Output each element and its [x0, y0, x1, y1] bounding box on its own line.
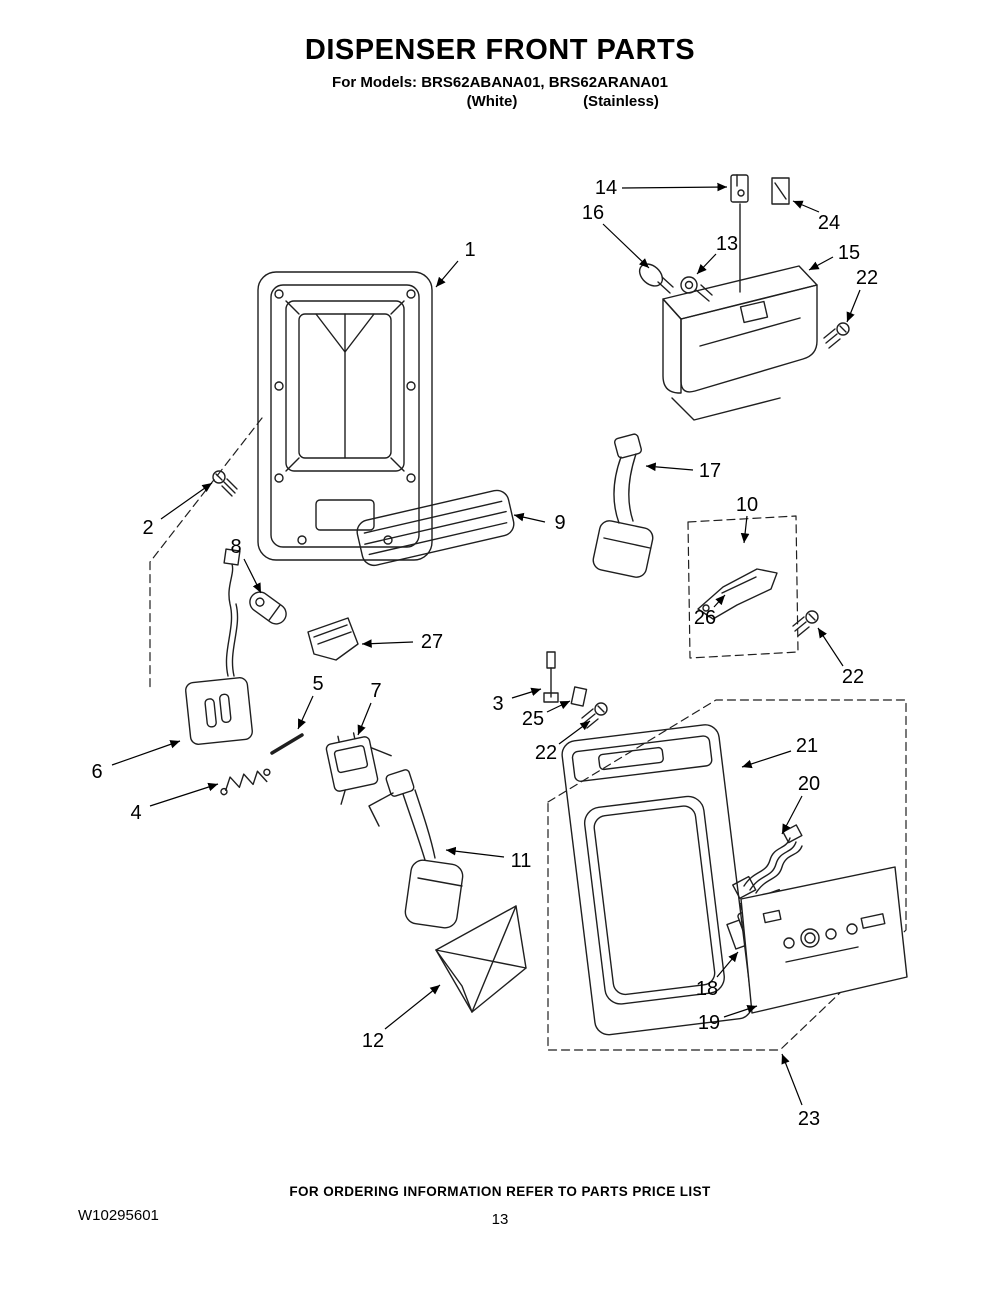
leader-line-27-7 [361, 639, 414, 648]
part-callout-2-1: 2 [142, 517, 153, 539]
part-callout-4-4: 4 [130, 802, 141, 824]
leader-line-24-16 [792, 200, 820, 213]
part-26-actuator-art [697, 568, 778, 620]
part-callout-22-20: 22 [842, 666, 864, 688]
part-1-frame-art [257, 271, 433, 561]
part-callout-21-24: 21 [796, 735, 818, 757]
leader-line-6-3 [111, 740, 181, 766]
part-callout-25-22: 25 [522, 708, 544, 730]
part-12-bucket-art [435, 905, 527, 1013]
leader-line-4-4 [149, 782, 219, 807]
exploded-axis-dashed-line [149, 417, 263, 689]
part-callout-15-15: 15 [838, 242, 860, 264]
leader-line-9-8 [513, 512, 546, 523]
part-22-screw-middle-art [792, 610, 819, 637]
page-header: DISPENSER FRONT PARTS For Models: BRS62A… [0, 34, 1000, 113]
part-5-pin-art [270, 733, 304, 755]
part-callout-20-25: 20 [798, 773, 820, 795]
part-3-pin-art [543, 651, 559, 703]
part-27-clip-art [307, 617, 359, 661]
finish-label-stainless: (Stainless) [583, 93, 659, 110]
leader-line-19-27 [723, 1004, 758, 1018]
part-callout-6-3: 6 [91, 761, 102, 783]
part-13-nozzle-art [680, 276, 713, 302]
part-callout-19-27: 19 [698, 1012, 720, 1034]
part-20-harness-art [732, 824, 803, 899]
part-callout-9-8: 9 [554, 512, 565, 534]
part-callout-7-6: 7 [370, 680, 381, 702]
part-callout-24-16: 24 [818, 212, 840, 234]
document-number: W10295601 [78, 1207, 159, 1224]
part-6-bracket-art [185, 548, 253, 745]
part-callout-27-7: 27 [421, 631, 443, 653]
part-7-switch-art [325, 732, 392, 805]
part-callout-13-12: 13 [716, 233, 738, 255]
part-22-screw-top-art [823, 322, 850, 349]
leader-line-26-19 [713, 594, 726, 608]
part-callout-1-0: 1 [464, 239, 475, 261]
part-23-dashed-box [547, 699, 907, 1051]
part-callout-26-19: 26 [694, 607, 716, 629]
part-11-lever-art [368, 769, 464, 929]
leader-line-17-9 [645, 462, 694, 472]
leader-line-13-12 [696, 253, 717, 275]
leader-line-8-2 [243, 558, 262, 594]
part-callout-5-5: 5 [312, 673, 323, 695]
leader-line-22-20 [817, 627, 844, 667]
part-19-overlay-art [740, 866, 908, 1014]
part-10-dashed-box [687, 515, 799, 659]
finish-labels: (White) (Stainless) [0, 93, 1000, 113]
part-17-lever-art [592, 433, 654, 578]
part-callout-18-26: 18 [696, 978, 718, 1000]
leader-line-22-23 [558, 720, 591, 745]
leader-line-22-17 [846, 289, 861, 323]
page-title: DISPENSER FRONT PARTS [304, 34, 696, 66]
leader-line-25-22 [546, 700, 571, 713]
leader-line-10-18 [740, 515, 750, 544]
diagram-line-art [149, 174, 908, 1051]
finish-label-white: (White) [466, 93, 518, 110]
part-9-tray-art [356, 489, 515, 567]
part-21-panel-art [561, 724, 753, 1036]
part-callout-22-17: 22 [856, 267, 878, 289]
part-callout-14-13: 14 [595, 177, 617, 199]
leader-line-23-28 [781, 1053, 803, 1106]
part-callout-10-18: 10 [736, 494, 758, 516]
part-callout-23-28: 23 [798, 1108, 820, 1130]
leader-line-16-14 [602, 223, 650, 269]
leader-line-2-1 [160, 482, 213, 520]
part-16-bulb-art [638, 263, 674, 294]
leader-line-11-10 [445, 846, 505, 858]
leader-line-18-26 [716, 951, 739, 978]
part-4-spring-art [220, 768, 271, 796]
leader-line-21-24 [741, 750, 792, 769]
leader-line-15-15 [808, 256, 834, 271]
leader-line-5-5 [297, 695, 314, 730]
part-2-screw-art [212, 470, 238, 497]
part-callout-8-2: 8 [230, 536, 241, 558]
footer-note: FOR ORDERING INFORMATION REFER TO PARTS … [289, 1184, 711, 1199]
leader-line-3-21 [511, 687, 542, 699]
part-14-clip-art [730, 174, 749, 293]
leader-line-20-25 [781, 795, 803, 835]
leader-line-7-6 [357, 702, 372, 736]
part-25-plate-art [570, 686, 588, 707]
part-15-housing-art [662, 265, 818, 421]
part-callout-12-11: 12 [362, 1030, 384, 1052]
part-24-plate-art [771, 177, 790, 205]
part-callout-16-14: 16 [582, 202, 604, 224]
models-line: For Models: BRS62ABANA01, BRS62ARANA01 [332, 74, 668, 91]
part-callout-17-9: 17 [699, 460, 721, 482]
part-callout-3-21: 3 [492, 693, 503, 715]
part-8-grommet-art [249, 591, 287, 625]
leader-line-1-0 [435, 260, 459, 288]
leader-line-14-13 [621, 182, 728, 192]
page-number: 13 [491, 1211, 509, 1228]
leader-line-12-11 [384, 984, 441, 1030]
part-callout-11-10: 11 [511, 850, 532, 872]
part-callout-22-23: 22 [535, 742, 557, 764]
